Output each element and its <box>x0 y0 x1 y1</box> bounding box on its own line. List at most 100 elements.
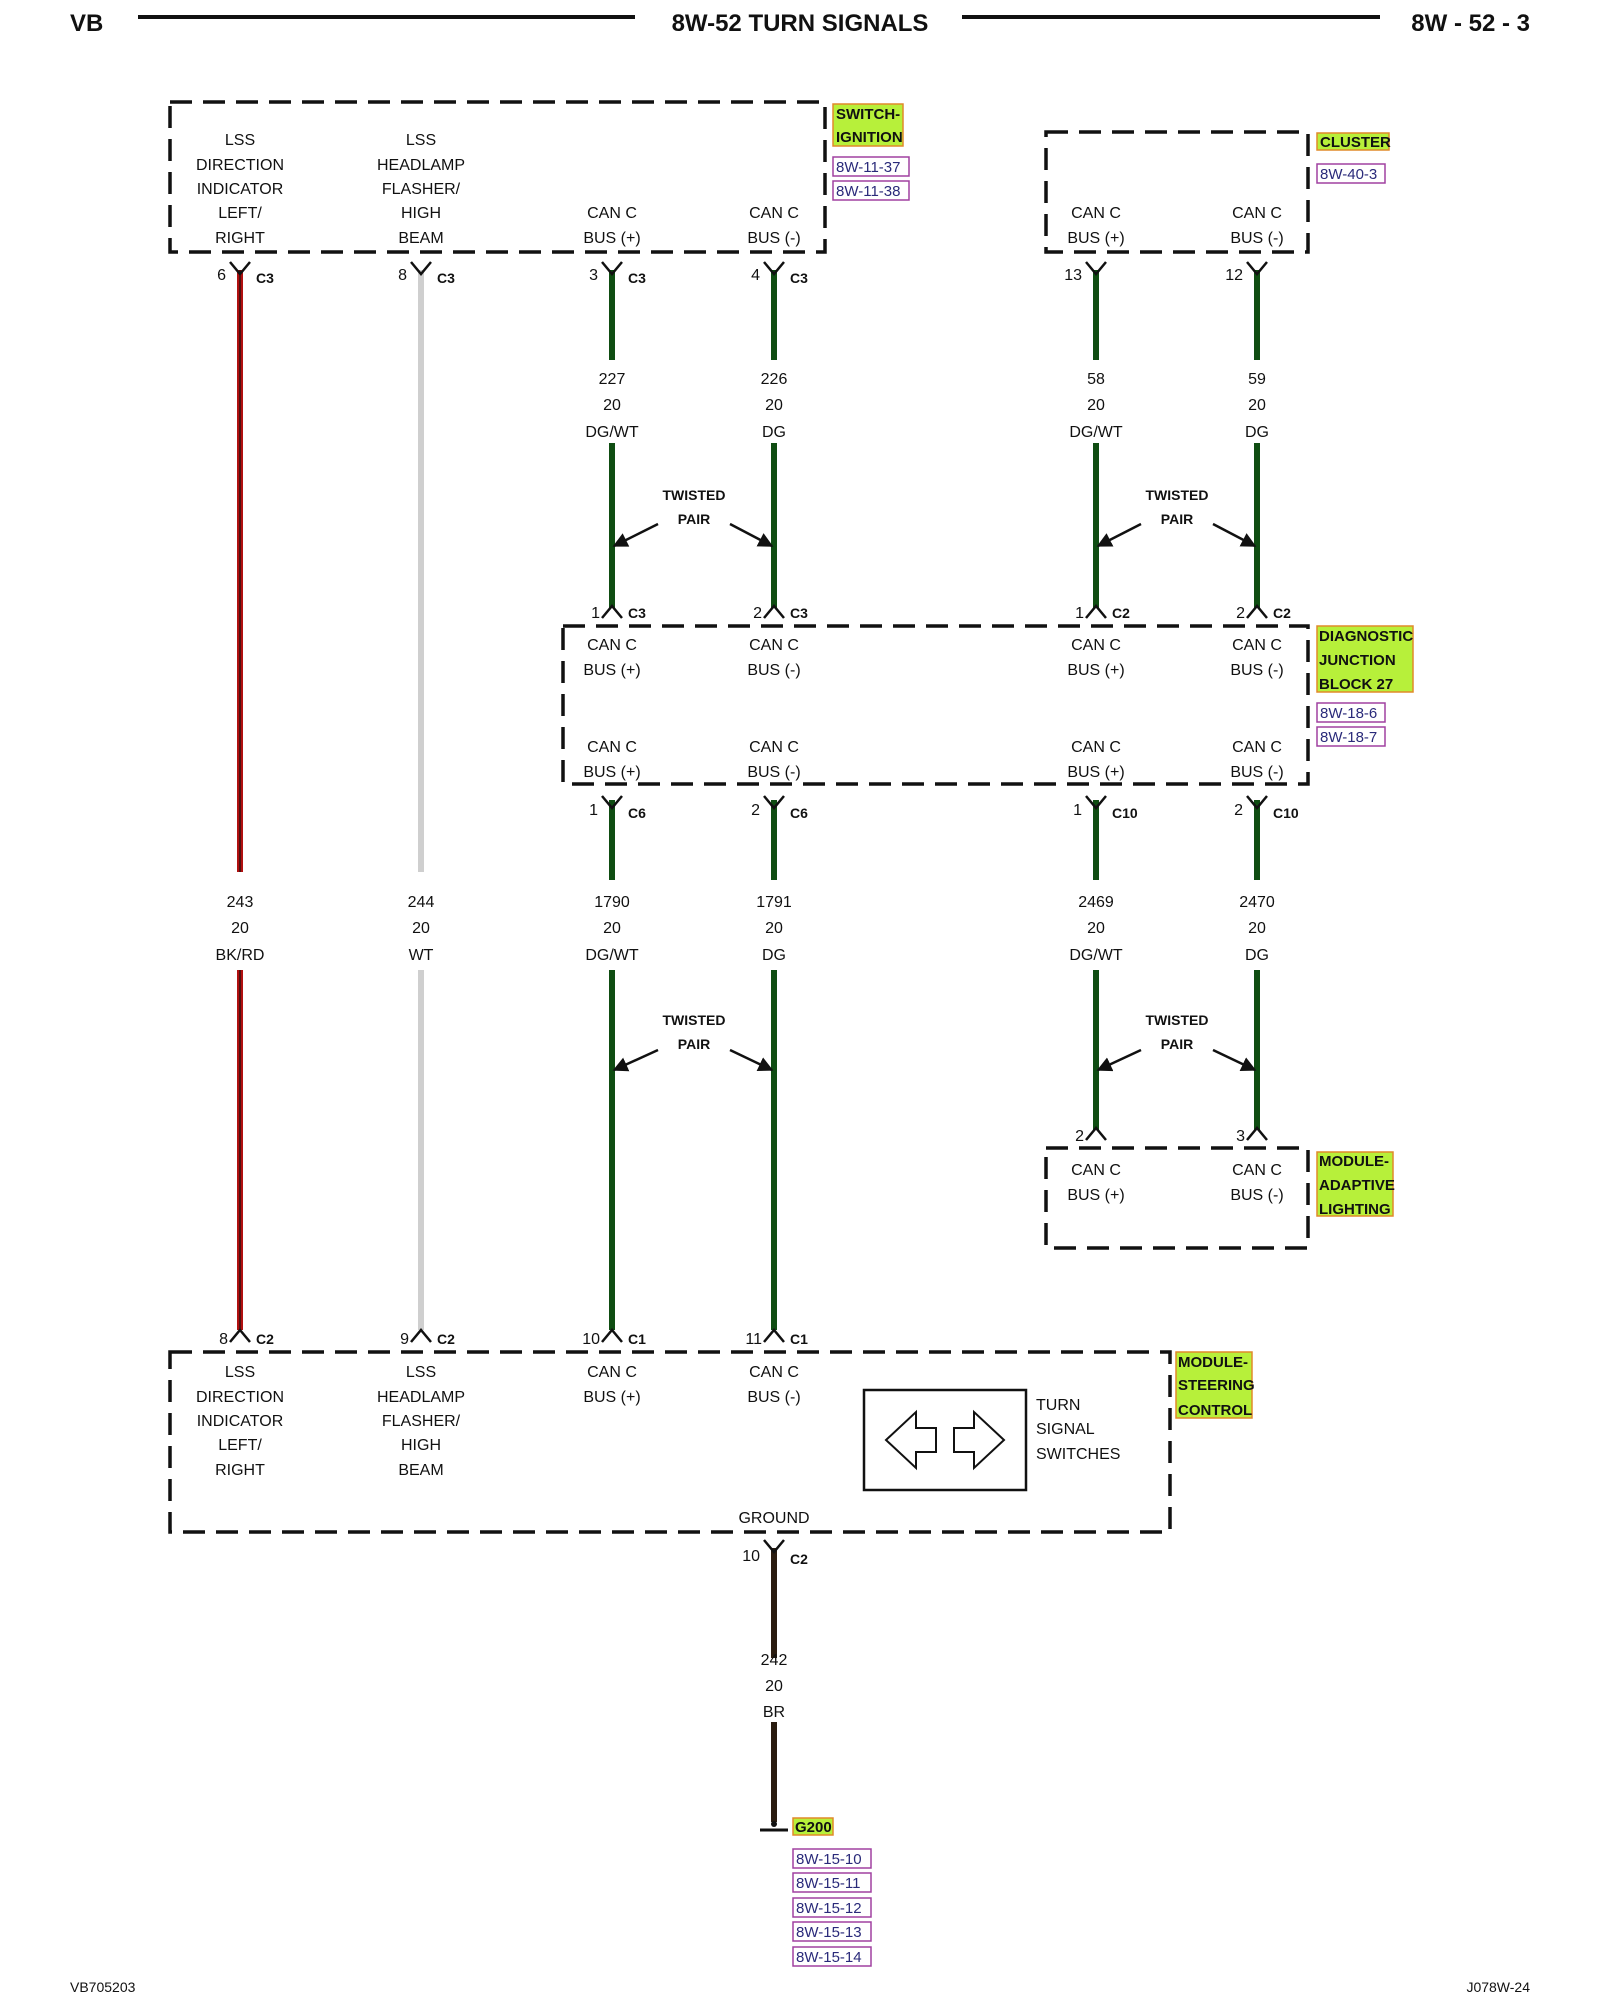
adaptive-pin-label: CAN C <box>1232 1162 1282 1179</box>
djb-pin-label: CAN C <box>1232 637 1282 654</box>
pin-number: 1 <box>591 605 600 622</box>
connector-id: C2 <box>256 1331 274 1347</box>
header-left: VB <box>70 10 103 37</box>
pin-number: 2 <box>1234 802 1243 819</box>
connector-id: C6 <box>628 805 646 821</box>
ref-link[interactable]: 8W-11-37 <box>836 159 900 176</box>
ref-link-box <box>1316 163 1386 184</box>
djb-name: JUNCTION <box>1319 652 1396 669</box>
wire-2470-bottom <box>1254 970 1260 1130</box>
cluster-pin-label: BUS (-) <box>1230 230 1283 247</box>
pin-label-line: RIGHT <box>215 230 265 247</box>
adaptive-name: MODULE- <box>1319 1153 1389 1170</box>
wire-2470-top <box>1254 800 1260 880</box>
steering-pin-lss-direction: LSS DIRECTION INDICATOR LEFT/ RIGHT <box>196 1364 284 1479</box>
pin-number: 6 <box>217 267 226 284</box>
djb-name: BLOCK 27 <box>1319 676 1393 693</box>
wire-color: WT <box>409 947 434 964</box>
g200-tag-bg <box>792 1817 834 1836</box>
pin-number: 2 <box>751 802 760 819</box>
left-arrow-icon <box>884 1409 937 1471</box>
ref-link[interactable]: 8W-15-11 <box>796 1875 860 1892</box>
wire-58-bottom <box>1093 443 1099 608</box>
pin-number: 4 <box>751 267 760 284</box>
steering-name: MODULE- <box>1178 1354 1248 1371</box>
djb-pin-label: BUS (+) <box>1067 764 1124 781</box>
connector-fork <box>1085 795 1107 810</box>
ref-link[interactable]: 8W-11-38 <box>836 183 900 200</box>
right-arrow-icon <box>953 1409 1006 1471</box>
ref-link-box <box>1316 702 1386 723</box>
ref-link[interactable]: 8W-15-10 <box>796 1851 862 1868</box>
pin-label-line: LEFT/ <box>218 205 262 222</box>
ref-link[interactable]: 8W-18-7 <box>1320 729 1377 746</box>
djb-pin-label: CAN C <box>749 637 799 654</box>
ref-link-box <box>792 1921 872 1942</box>
steering-pin-lss-headlamp: LSS HEADLAMP FLASHER/ HIGH BEAM <box>377 1364 465 1479</box>
ref-link[interactable]: 8W-18-6 <box>1320 705 1377 722</box>
wire-color: DG <box>1245 424 1269 441</box>
ref-link[interactable]: 8W-15-13 <box>796 1924 862 1941</box>
pin-number: 2 <box>1075 1128 1084 1145</box>
djb-pin-label: CAN C <box>1071 739 1121 756</box>
ref-link[interactable]: 8W-40-3 <box>1320 166 1377 183</box>
djb-pin-label: BUS (-) <box>747 764 800 781</box>
steering-pin-label: CAN C <box>749 1364 799 1381</box>
diagnostic-junction-block-box <box>561 624 1310 786</box>
ref-link[interactable]: 8W-15-14 <box>796 1949 862 1966</box>
twisted-pair-label: PAIR <box>678 511 710 527</box>
djb-pin-label: CAN C <box>587 739 637 756</box>
connector-fork <box>763 604 785 619</box>
wire-227-top <box>609 270 615 360</box>
ground-point <box>771 1821 777 1827</box>
pin-number: 1 <box>1073 802 1082 819</box>
connector-fork <box>1246 795 1268 810</box>
pin-label-line: LSS <box>225 132 255 149</box>
ref-link-box <box>1316 726 1386 747</box>
pin-label-line: INDICATOR <box>197 1413 284 1430</box>
wire-color: DG/WT <box>585 947 639 964</box>
wire-1791-bottom <box>771 970 777 1330</box>
djb-pin-label: CAN C <box>1232 739 1282 756</box>
steering-pin-label: BUS (-) <box>747 1389 800 1406</box>
pin-number: 10 <box>742 1548 760 1565</box>
pin-label-line: CAN C <box>587 205 637 222</box>
pin-label-line: LSS <box>406 132 436 149</box>
turn-signal-switch-symbol <box>862 1388 1028 1492</box>
connector-id: C3 <box>256 270 274 286</box>
pin-number: 3 <box>589 267 598 284</box>
switch-ignition-tag-bg <box>832 103 904 147</box>
wire-circuit: 2469 <box>1078 894 1114 911</box>
wire-gauge: 20 <box>603 397 621 414</box>
adaptive-lighting-box <box>1044 1146 1310 1250</box>
connector-symbols <box>229 261 1268 1554</box>
wire-gauge: 20 <box>765 397 783 414</box>
arrow-icon <box>729 522 774 548</box>
steering-name: STEERING <box>1178 1377 1255 1394</box>
g200-name: G200 <box>795 1819 832 1836</box>
ground-g200: G200 8W-15-10 8W-15-11 8W-15-12 8W-15-13… <box>760 1817 872 1967</box>
cluster-name: CLUSTER <box>1320 134 1391 151</box>
twisted-pair-label: TWISTED <box>1146 1012 1209 1028</box>
ref-link[interactable]: 8W-15-12 <box>796 1900 862 1917</box>
djb-pin-label: BUS (-) <box>1230 662 1283 679</box>
cluster-pin-label: CAN C <box>1232 205 1282 222</box>
wire-58-top <box>1093 270 1099 360</box>
cluster-tag-bg <box>1316 132 1390 151</box>
twisted-pair-annotation-2: TWISTED PAIR <box>1096 487 1257 548</box>
connector-fork <box>1085 1126 1107 1141</box>
pin-number: 1 <box>1075 605 1084 622</box>
connector-id: C3 <box>790 270 808 286</box>
arrow-icon <box>1212 1048 1257 1072</box>
connector-id: C3 <box>628 605 646 621</box>
pin-label-line: BEAM <box>398 230 443 247</box>
switch-ignition-name: SWITCH- <box>836 106 900 123</box>
wires <box>237 270 1260 1822</box>
ref-link-box <box>832 156 910 177</box>
steering-tag-bg <box>1175 1351 1253 1419</box>
connector-fork <box>763 261 785 276</box>
pin-label-line: LSS <box>406 1364 436 1381</box>
wire-244-upper <box>418 270 424 872</box>
page-header: VB 8W-52 TURN SIGNALS 8W - 52 - 3 <box>70 10 1530 37</box>
pin-label-line: BUS (+) <box>583 230 640 247</box>
